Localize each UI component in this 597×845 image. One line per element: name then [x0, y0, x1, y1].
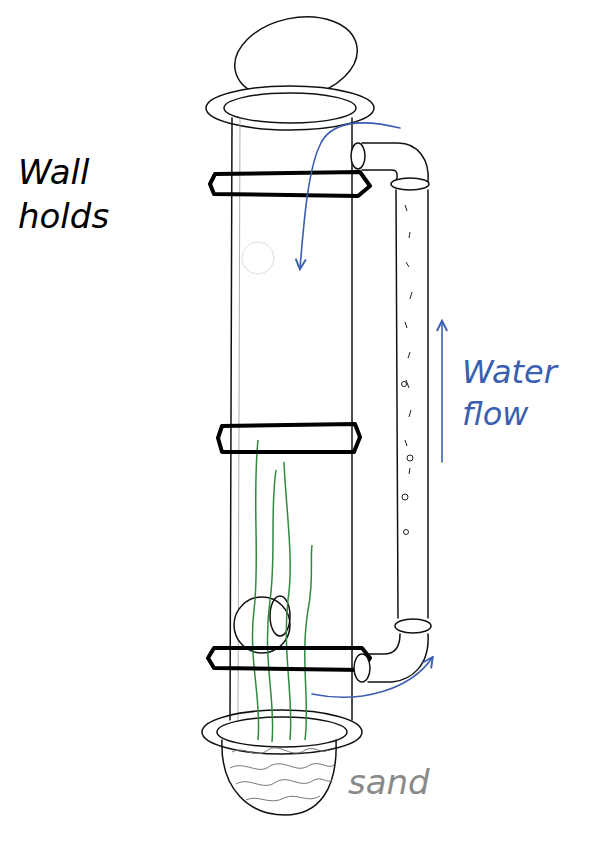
- tube-body: [202, 6, 374, 815]
- flow-arrow: [441, 322, 443, 462]
- bubble: [402, 382, 407, 387]
- wall-holds-label: Wall holds: [18, 150, 136, 238]
- bottom-rim-inner: [217, 717, 347, 747]
- sand-label: sand: [348, 760, 488, 804]
- wall-hold-ring: [208, 648, 370, 670]
- sand-squiggle: [232, 748, 328, 754]
- bubble: [402, 494, 408, 500]
- wall-hold-rings: [208, 172, 370, 670]
- side-pipe: [351, 143, 431, 682]
- pipe-elbow: [362, 143, 428, 182]
- flow-arrows: [300, 123, 442, 697]
- wall-hold-ring: [210, 172, 370, 196]
- pipe-joint: [354, 654, 370, 682]
- pipe-elbow: [368, 634, 428, 682]
- ball: [234, 597, 290, 653]
- plants: [252, 440, 312, 742]
- top-rim-inner: [224, 93, 356, 123]
- bubble: [407, 455, 413, 461]
- sand-squiggle: [236, 779, 332, 786]
- sand-squiggle: [230, 764, 334, 770]
- plant-stem: [305, 545, 312, 740]
- pipe-bubbles: [402, 205, 414, 535]
- tube-wall: [351, 118, 353, 720]
- pipe-joint: [351, 143, 365, 169]
- water-flow-label: Water flow: [462, 352, 588, 435]
- plant-stem: [267, 470, 276, 742]
- sand-squiggle: [246, 796, 320, 801]
- plant-stem: [284, 462, 291, 740]
- pipe-wall: [427, 190, 429, 618]
- plant-stem: [252, 440, 258, 740]
- pipe-elbow: [368, 634, 400, 654]
- bottom-rim: [202, 710, 362, 754]
- pipe-elbow: [362, 170, 397, 182]
- wall-hold-ring: [218, 424, 360, 452]
- flow-arrow: [300, 123, 400, 268]
- sand-squiggles: [230, 748, 334, 801]
- flow-arrow: [312, 658, 432, 697]
- bubble: [404, 530, 409, 535]
- pipe-joint: [391, 178, 429, 190]
- pipe-joint: [395, 619, 431, 633]
- pipe-wall: [396, 190, 398, 618]
- faint-bubble: [242, 242, 274, 274]
- bubble-marks: [405, 205, 412, 474]
- tube-wall: [230, 118, 232, 720]
